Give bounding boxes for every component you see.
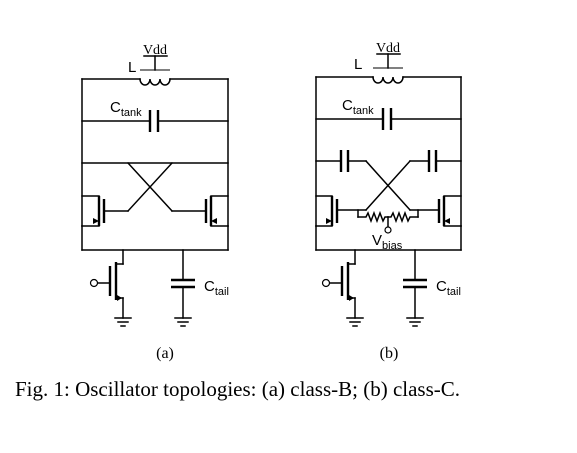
tail-nmos-b — [321, 262, 356, 301]
nmos-left-a — [81, 195, 106, 227]
ground-icon — [406, 317, 424, 327]
inductor-label-b: L — [354, 56, 362, 73]
inductor-label-a: L — [128, 59, 136, 76]
inductor-b — [372, 76, 404, 84]
cross-wire-a — [126, 161, 174, 213]
tank-cap-label-a: Ctank — [110, 99, 142, 119]
bias-node — [384, 226, 392, 234]
bias-resistor-right — [387, 210, 419, 224]
ground-icon — [346, 317, 364, 327]
inductor-a — [139, 78, 171, 86]
tail-nmos-a — [89, 262, 124, 301]
figure-caption: Fig. 1: Oscillator topologies: (a) class… — [15, 377, 460, 401]
vdd-label-a: Vdd — [143, 43, 167, 58]
ground-icon — [114, 317, 132, 327]
tail-cap-label-a: Ctail — [204, 278, 229, 298]
circuit-b-class-c: Vdd L Ctank — [315, 41, 462, 362]
nmos-right-a — [204, 195, 229, 227]
tail-cap-label-b: Ctail — [436, 278, 461, 298]
bias-label: Vbias — [372, 232, 403, 252]
nmos-left-b — [315, 195, 339, 227]
tank-cap-label-b: Ctank — [342, 97, 374, 117]
cross-wire-b — [364, 159, 412, 212]
circuit-a-class-b: Vdd L Ctank — [81, 43, 229, 362]
vdd-label-b: Vdd — [376, 41, 400, 56]
sublabel-a: (a) — [156, 345, 174, 362]
bias-resistor-left — [357, 210, 389, 224]
ground-icon — [174, 317, 192, 327]
sublabel-b: (b) — [380, 345, 399, 362]
nmos-right-b — [437, 195, 462, 227]
